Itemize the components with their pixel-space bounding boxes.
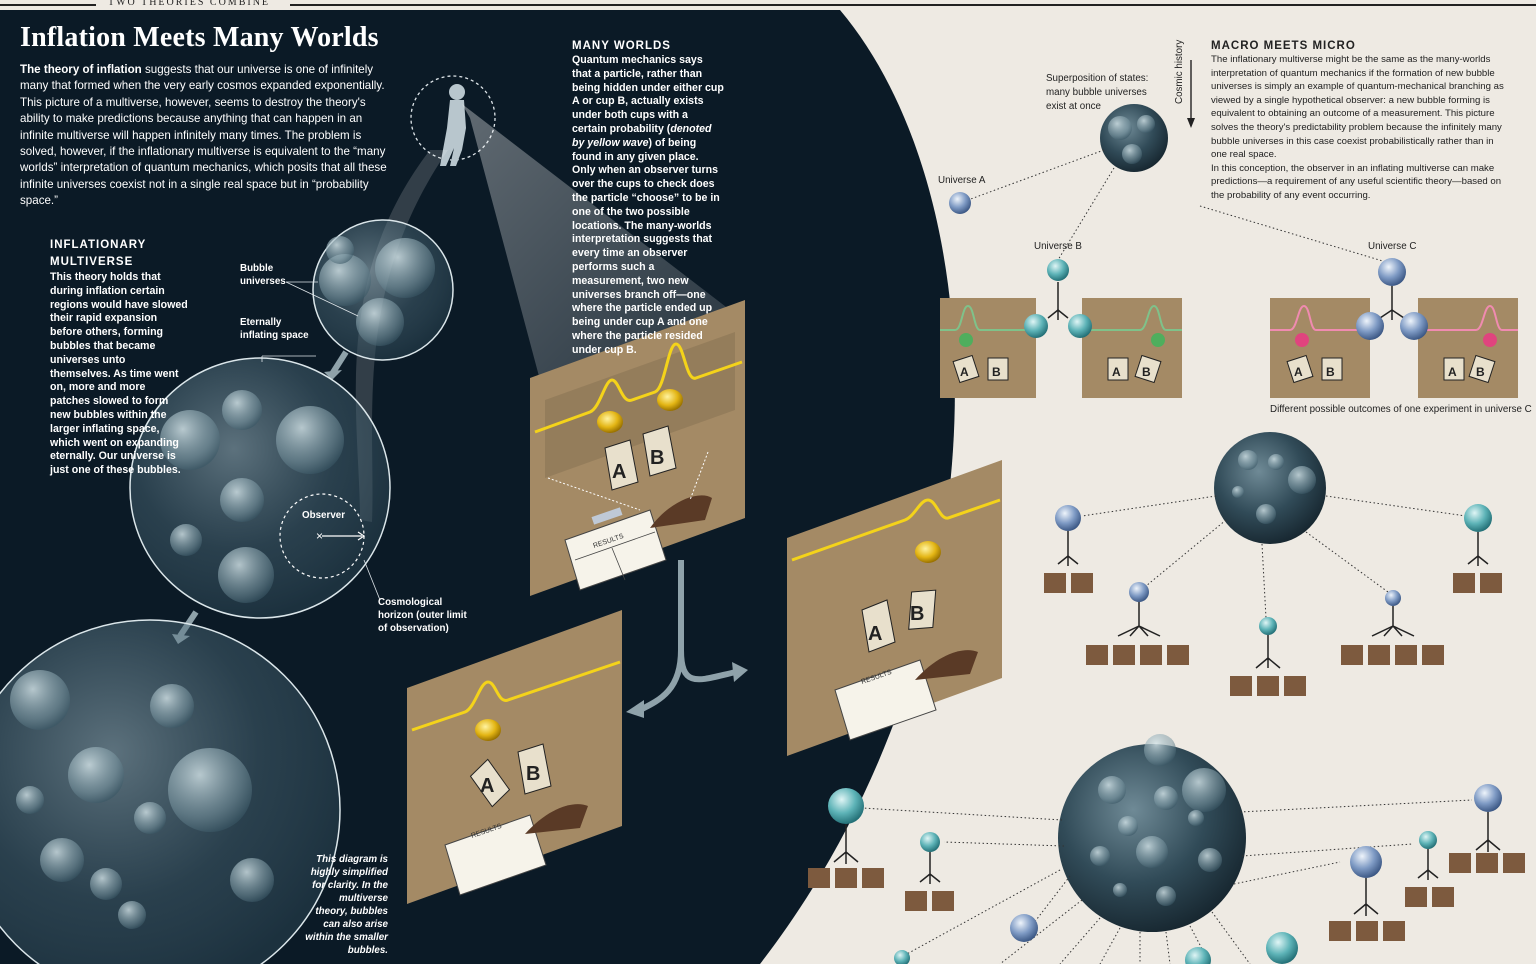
svg-text:A: A xyxy=(1112,365,1121,379)
universe-a-label: Universe A xyxy=(938,175,986,186)
svg-text:A: A xyxy=(480,775,494,797)
many-worlds-heading: MANY WORLDS xyxy=(572,40,671,52)
small-multiverse-bubble xyxy=(312,219,454,361)
superposition-label: Superposition of states: many bubble uni… xyxy=(1046,73,1149,112)
svg-text:B: B xyxy=(910,603,924,625)
middle-branches xyxy=(1044,504,1502,696)
large-multiverse-bubble xyxy=(0,619,341,964)
universe-b-branch xyxy=(1047,282,1069,320)
svg-text:B: B xyxy=(1142,365,1151,379)
observation-beam xyxy=(462,104,730,380)
inflationary-heading-1: INFLATIONARY xyxy=(50,239,147,251)
universe-b-sphere xyxy=(1047,259,1069,281)
svg-text:A: A xyxy=(1294,365,1303,379)
universe-c-branch xyxy=(1379,286,1405,320)
medium-multiverse-bubble: × xyxy=(129,357,391,619)
intro-body: suggests that our universe is one of inf… xyxy=(20,63,387,208)
many-worlds-body-1: Quantum mechanics says that a particle, … xyxy=(572,54,724,135)
svg-text:B: B xyxy=(1326,365,1335,379)
universe-a-sphere xyxy=(949,192,971,214)
svg-text:A: A xyxy=(960,365,969,379)
universe-c-label: Universe C xyxy=(1368,241,1417,252)
bubble-universes-label: Bubble universes xyxy=(240,263,286,287)
header-rule-left xyxy=(0,4,96,6)
page-title: Inflation Meets Many Worlds xyxy=(20,22,379,53)
bottom-multiverse-bubble xyxy=(1058,734,1246,932)
experiment-panel-outcome-a: A B RESULTS xyxy=(407,610,622,904)
inflationary-body: This theory holds that during inflation … xyxy=(50,271,188,477)
svg-text:B: B xyxy=(992,365,1001,379)
bottom-branches xyxy=(808,784,1525,964)
cosmic-history-label: Cosmic history xyxy=(1174,39,1185,104)
inflationary-heading-2: MULTIVERSE xyxy=(50,256,134,268)
svg-text:B: B xyxy=(526,763,540,785)
intro-lead: The theory of inflation xyxy=(20,63,142,76)
intro-paragraph: The theory of inflation suggests that ou… xyxy=(20,62,388,210)
many-worlds-body-italic: denoted by yellow wave xyxy=(572,122,712,149)
svg-text:×: × xyxy=(316,529,323,543)
universe-c-sphere xyxy=(1378,258,1406,286)
section-kicker: TWO THEORIES COMBINE xyxy=(100,0,279,8)
branching-arrow xyxy=(626,560,748,718)
universe-b-label: Universe B xyxy=(1034,241,1082,252)
macro-body-1: The inflationary multiverse might be the… xyxy=(1211,54,1504,161)
outcomes-caption: Different possible outcomes of one exper… xyxy=(1270,404,1532,415)
svg-text:B: B xyxy=(650,447,664,469)
observer-figure xyxy=(410,75,496,166)
svg-text:A: A xyxy=(868,623,882,645)
universe-b-outcomes: A B A B xyxy=(940,298,1182,398)
experiment-panel-outcome-b: A B RESULTS xyxy=(787,460,1002,756)
cosmological-horizon-label: Cosmological horizon (outer limit of obs… xyxy=(378,597,467,634)
macro-body: The inflationary multiverse might be the… xyxy=(1211,53,1511,203)
header-rule-right xyxy=(290,4,1536,6)
universe-c-outcomes: A B A B xyxy=(1270,298,1518,398)
superposition-bubble xyxy=(1100,104,1168,172)
macro-body-2: In this conception, the observer in an i… xyxy=(1211,162,1502,201)
eternally-inflating-label: Eternally inflating space xyxy=(240,317,309,341)
svg-text:A: A xyxy=(1448,365,1457,379)
macro-heading: MACRO MEETS MICRO xyxy=(1211,40,1356,52)
observer-label: Observer xyxy=(302,510,346,521)
middle-multiverse-bubble xyxy=(1214,432,1326,544)
svg-text:A: A xyxy=(612,461,626,483)
simplified-note: This diagram is highly simplified for cl… xyxy=(305,854,388,956)
many-worlds-body-2: ) of being found in any given place. Onl… xyxy=(572,136,720,356)
svg-text:B: B xyxy=(1476,365,1485,379)
experiment-panel-top: A B RESULTS xyxy=(530,300,745,596)
many-worlds-body: Quantum mechanics says that a particle, … xyxy=(572,54,724,358)
header-bar: TWO THEORIES COMBINE xyxy=(0,0,1536,8)
